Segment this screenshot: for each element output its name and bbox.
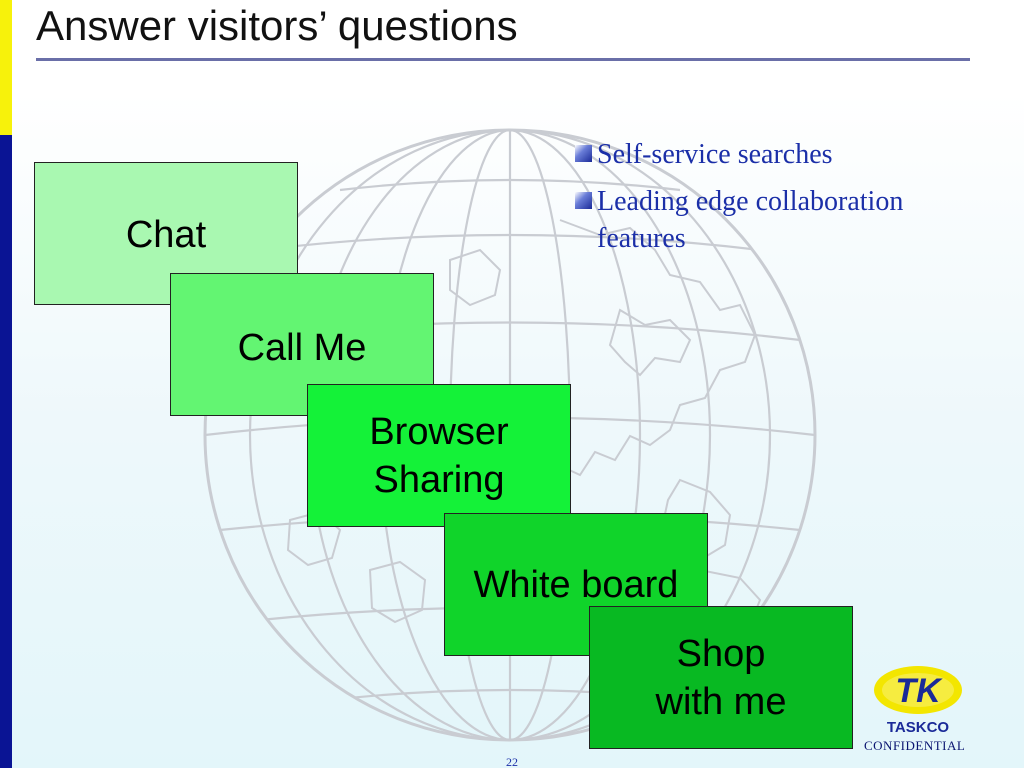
step-box-shop-with-me: Shop with me <box>589 606 853 749</box>
left-side-bar <box>0 0 12 768</box>
step-box-call-me: Call Me <box>170 273 434 416</box>
square-bullet-icon <box>575 145 592 162</box>
bullet-list: Self-service searches Leading edge colla… <box>575 136 975 267</box>
slide-title: Answer visitors’ questions <box>36 2 518 49</box>
bullet-item: Leading edge collaboration features <box>575 183 975 257</box>
step-label: Call Me <box>237 327 367 369</box>
brand-name: TASKCO <box>887 719 950 736</box>
step-box-browser-sharing: Browser Sharing <box>307 384 571 527</box>
bullet-text: Leading edge collaboration features <box>597 186 904 254</box>
square-bullet-icon <box>575 192 592 209</box>
step-label: White board <box>473 563 679 606</box>
bullet-item: Self-service searches <box>575 136 975 173</box>
left-side-bar-accent <box>0 0 12 135</box>
page-number: 22 <box>506 755 518 769</box>
step-label: Chat <box>125 214 207 256</box>
confidential-label: CONFIDENTIAL <box>864 738 966 753</box>
taskco-logo: TK TASKCO <box>874 666 962 736</box>
step-label: Browser Sharing <box>369 410 509 501</box>
bullet-text: Self-service searches <box>597 139 833 170</box>
logo-mark: TK <box>895 672 943 710</box>
title-underline <box>36 58 970 61</box>
step-label: Shop with me <box>655 632 787 723</box>
